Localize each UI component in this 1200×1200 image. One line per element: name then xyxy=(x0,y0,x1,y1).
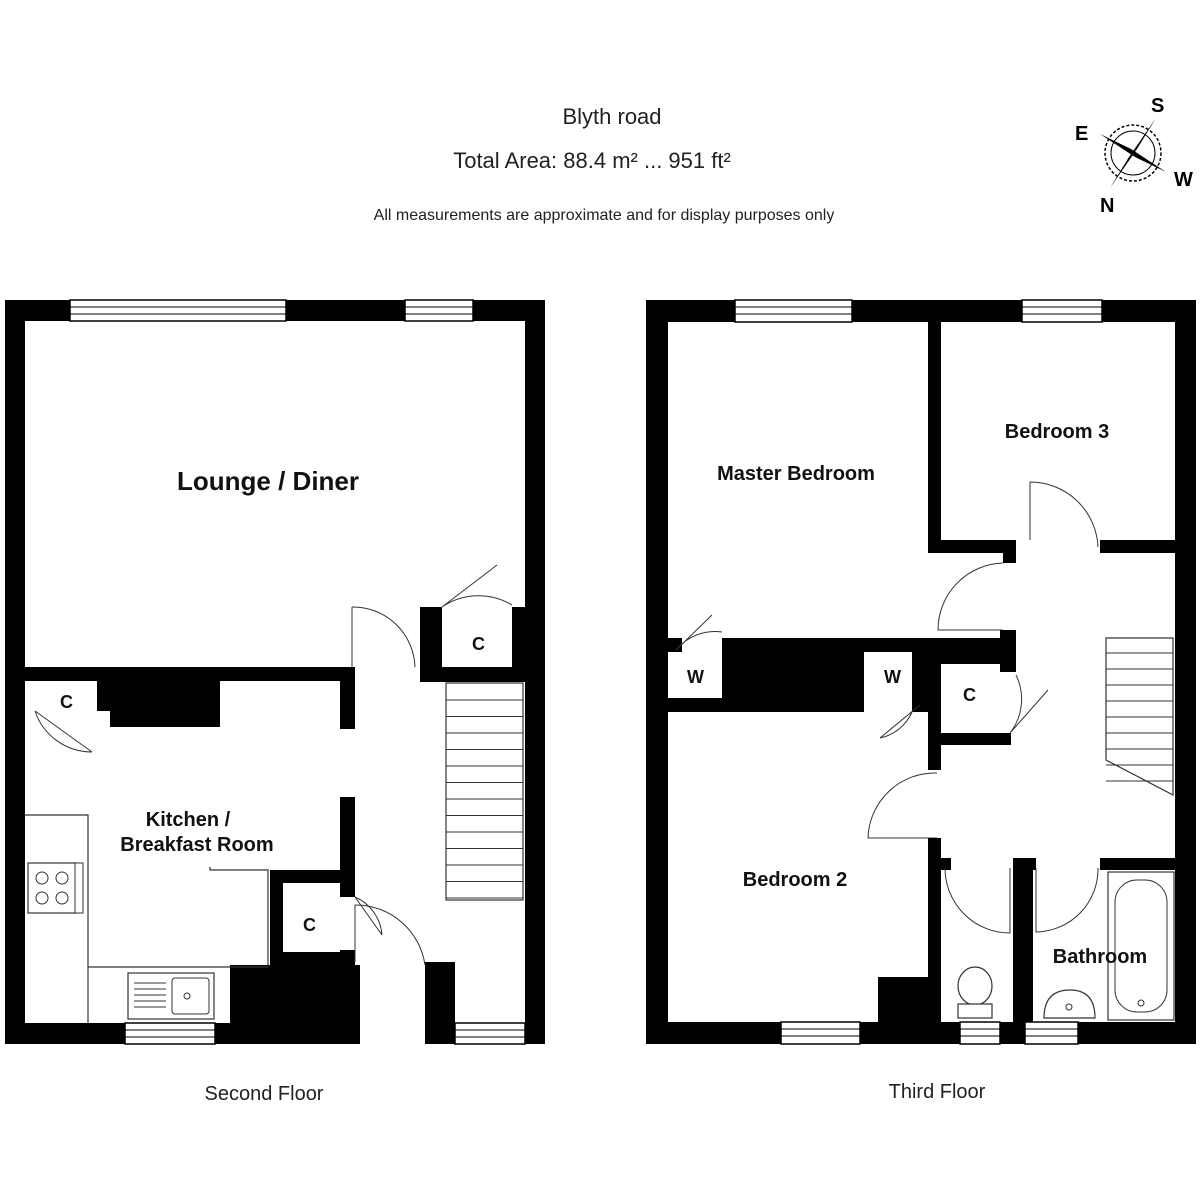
door-swing xyxy=(867,772,938,839)
door-swing xyxy=(675,614,723,651)
disclaimer: All measurements are approximate and for… xyxy=(373,207,835,224)
room-label-bedroom-2: Bedroom 2 xyxy=(743,869,847,891)
wall xyxy=(270,952,355,965)
wall xyxy=(97,681,110,711)
toilet-icon xyxy=(957,966,993,1019)
wall xyxy=(646,300,1196,322)
wall xyxy=(25,667,340,681)
window xyxy=(454,1022,526,1045)
basin-icon xyxy=(1043,989,1096,1019)
plan-title: Blyth road xyxy=(562,104,662,129)
room-label-bathroom: Bathroom xyxy=(1053,946,1147,968)
window xyxy=(1024,1021,1079,1045)
wall xyxy=(928,540,1016,553)
wall xyxy=(270,870,283,965)
wall xyxy=(270,870,355,883)
window xyxy=(780,1021,861,1045)
window xyxy=(69,299,287,322)
second-floor-plan: C C C xyxy=(5,299,545,1045)
door-swing xyxy=(1035,867,1099,933)
bathtub-icon xyxy=(1107,871,1175,1021)
room-label-bedroom-3: Bedroom 3 xyxy=(1005,421,1109,443)
wall xyxy=(668,638,682,652)
wall xyxy=(928,652,1000,664)
cupboard-label: C xyxy=(472,634,485,654)
wall xyxy=(941,858,951,870)
wall xyxy=(1000,630,1016,672)
door-swing xyxy=(879,704,921,739)
wall xyxy=(1000,1022,1025,1044)
door-swing xyxy=(1029,481,1099,548)
wall xyxy=(1013,858,1033,1022)
staircase xyxy=(445,682,524,901)
door-swing xyxy=(937,562,1004,631)
wall xyxy=(512,607,525,682)
total-area: Total Area: 88.4 m² ... 951 ft² xyxy=(453,148,731,173)
wall xyxy=(420,667,525,682)
compass-w: W xyxy=(1174,169,1193,191)
compass-e: E xyxy=(1075,123,1088,145)
floor-label-second: Second Floor xyxy=(204,1083,324,1105)
wall xyxy=(340,667,355,729)
room-label-master-bedroom: Master Bedroom xyxy=(717,463,875,485)
window xyxy=(959,1021,1001,1045)
wall xyxy=(1175,300,1196,1044)
door-swing xyxy=(441,564,513,608)
cupboard-label: C xyxy=(60,692,73,712)
cupboard-label: C xyxy=(963,685,976,705)
window xyxy=(404,299,474,322)
cupboard-label: C xyxy=(303,915,316,935)
boiler-cupboard xyxy=(230,965,360,1023)
wall xyxy=(420,607,442,682)
floor-label-third: Third Floor xyxy=(888,1081,986,1103)
door-swing xyxy=(34,710,93,753)
room-label-kitchen-line1: Kitchen / xyxy=(146,809,231,831)
window xyxy=(124,1022,216,1045)
wall xyxy=(1078,1022,1196,1044)
compass-s: S xyxy=(1151,95,1164,117)
chimney-breast xyxy=(110,681,220,727)
room-label-kitchen-line2: Breakfast Room xyxy=(120,834,273,856)
window xyxy=(734,299,853,323)
door-swing xyxy=(351,606,416,668)
wardrobe-label: W xyxy=(884,667,901,687)
room-label-lounge: Lounge / Diner xyxy=(177,466,359,496)
hob-icon xyxy=(27,862,84,914)
wall xyxy=(860,1022,960,1044)
wall xyxy=(928,838,941,1022)
wall xyxy=(5,300,25,1044)
wall xyxy=(5,1023,125,1044)
door-swing xyxy=(1009,674,1049,734)
wall xyxy=(1033,858,1036,870)
sink-icon xyxy=(127,972,215,1020)
window xyxy=(1021,299,1103,323)
chimney-breast xyxy=(722,638,864,712)
wall xyxy=(525,300,545,1044)
staircase xyxy=(1105,637,1174,796)
wall xyxy=(1003,553,1016,563)
wall xyxy=(928,322,941,552)
gap xyxy=(864,652,874,698)
third-floor-plan: W W C xyxy=(646,299,1196,1045)
wall xyxy=(941,733,1011,745)
wall xyxy=(425,962,455,1044)
wall xyxy=(878,977,928,1022)
compass-n: N xyxy=(1100,195,1114,217)
worktop xyxy=(25,814,269,968)
wall xyxy=(1100,858,1175,870)
wall xyxy=(1100,540,1175,553)
wall xyxy=(646,1022,781,1044)
wall xyxy=(646,300,668,1044)
front-door xyxy=(354,904,426,966)
compass-rose-icon: S E N W xyxy=(1075,95,1193,217)
door-swing xyxy=(944,867,1011,934)
wall xyxy=(215,1023,360,1044)
door-swing xyxy=(354,896,383,936)
wall xyxy=(928,652,941,770)
wardrobe-label: W xyxy=(687,667,704,687)
